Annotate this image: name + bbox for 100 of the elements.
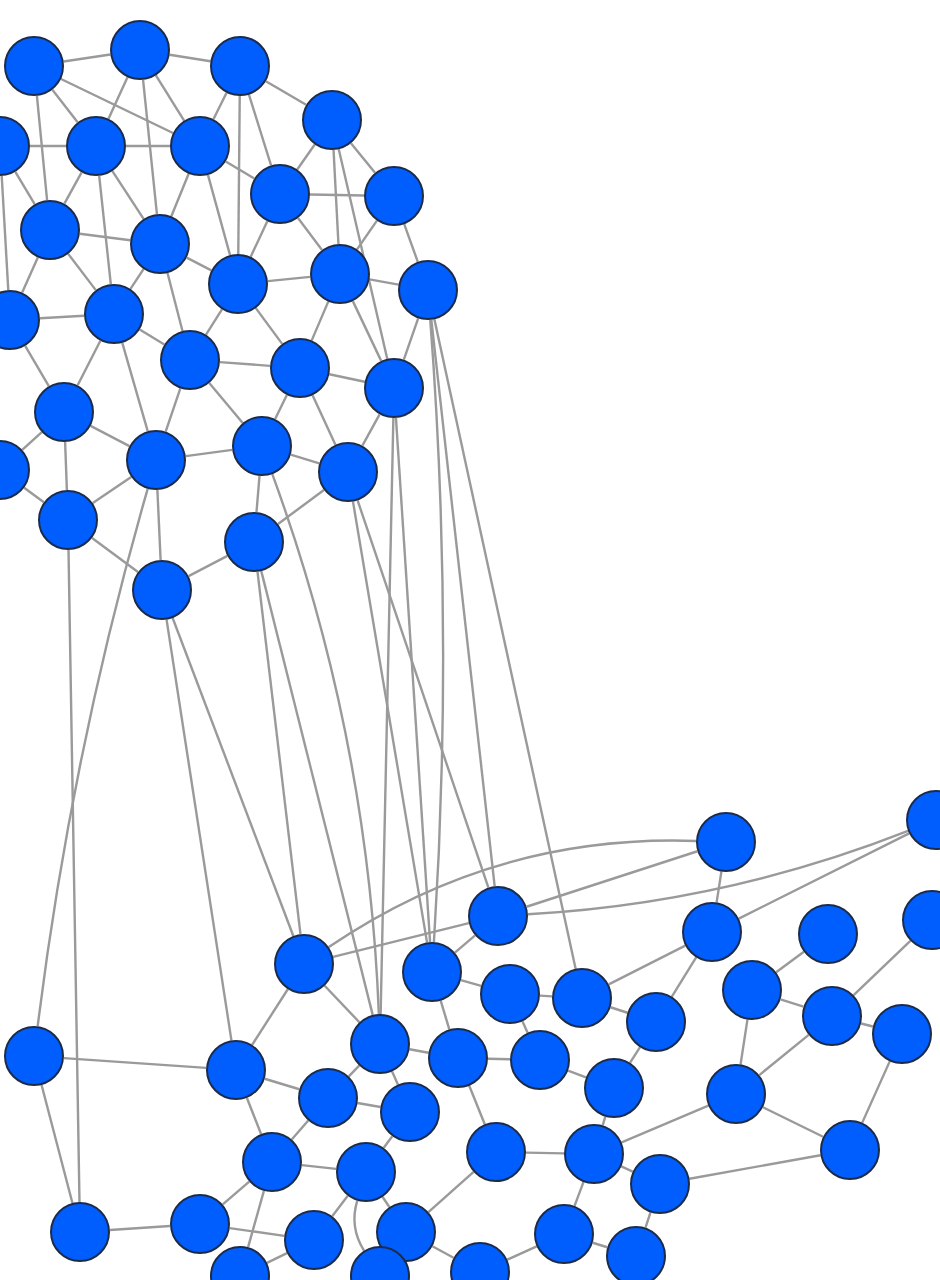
- connector-line: [592, 1241, 608, 1249]
- connector-line: [247, 94, 273, 166]
- connector-line: [277, 488, 325, 526]
- circle-node: [4, 1026, 64, 1086]
- circle-node: [682, 902, 742, 962]
- circle-node: [242, 1132, 302, 1192]
- connector-line: [369, 278, 399, 286]
- circle-node: [50, 1202, 110, 1262]
- connector-line: [403, 223, 419, 263]
- connector-line: [107, 76, 129, 120]
- connector-line: [296, 143, 316, 171]
- connector-line: [246, 1190, 266, 1248]
- circle-node: [552, 968, 612, 1028]
- connector-line: [351, 501, 429, 943]
- circle-node: [402, 942, 462, 1002]
- connector-line: [67, 550, 81, 1202]
- circle-node: [38, 490, 98, 550]
- connector-line: [573, 1181, 585, 1207]
- connector-line: [40, 1084, 74, 1204]
- connector-line: [139, 328, 165, 346]
- circle-node: [606, 1226, 666, 1280]
- connector-line: [205, 308, 223, 336]
- connector-line: [331, 1195, 349, 1217]
- connector-line: [63, 53, 111, 63]
- connector-line: [171, 617, 295, 937]
- connector-line: [91, 536, 139, 574]
- circle-node: [466, 1122, 526, 1182]
- circle-node: [20, 200, 80, 260]
- connector-line: [111, 170, 145, 220]
- circle-node: [630, 1154, 690, 1214]
- connector-line: [526, 850, 698, 908]
- circle-node: [820, 1120, 880, 1180]
- connector-line: [79, 232, 131, 242]
- connector-line: [219, 361, 271, 367]
- connector-line: [126, 144, 170, 148]
- connector-line: [256, 571, 302, 935]
- connector-line: [109, 1224, 171, 1232]
- connector-line: [521, 1020, 529, 1034]
- connector-line: [539, 994, 553, 998]
- connector-line: [63, 171, 83, 205]
- connector-line: [225, 160, 255, 180]
- connector-line: [310, 301, 330, 341]
- connector-line: [329, 373, 365, 383]
- circle-node: [398, 260, 458, 320]
- connector-line: [852, 939, 912, 997]
- connector-line: [351, 300, 383, 362]
- connector-line: [429, 319, 445, 943]
- connector-line: [337, 148, 389, 360]
- connector-line: [433, 319, 577, 969]
- circle-node: [510, 1030, 570, 1090]
- circle-node: [284, 1210, 344, 1270]
- circle-node: [270, 338, 330, 398]
- connector-line: [608, 944, 686, 986]
- connector-line: [297, 217, 323, 251]
- circle-node: [802, 986, 862, 1046]
- connector-line: [402, 317, 420, 361]
- connector-line: [468, 1085, 486, 1125]
- connector-line: [90, 424, 130, 448]
- connector-line: [254, 307, 284, 345]
- connector-line: [290, 453, 320, 465]
- circle-node: [376, 1202, 436, 1262]
- connector-line: [0, 175, 10, 291]
- connector-line: [353, 1200, 366, 1252]
- connector-line: [92, 475, 132, 505]
- connector-line: [249, 220, 269, 258]
- circle-node: [380, 1082, 440, 1142]
- circle-node: [110, 20, 170, 80]
- circle-node: [170, 1194, 230, 1254]
- circle-node: [232, 416, 292, 476]
- connector-line: [23, 486, 45, 504]
- circle-node: [130, 214, 190, 274]
- circle-node: [4, 36, 64, 96]
- connector-line: [350, 142, 376, 174]
- connector-line: [212, 92, 228, 120]
- connector-line: [738, 832, 910, 920]
- connector-line: [621, 1104, 709, 1144]
- circle-node: [310, 244, 370, 304]
- connector-line: [67, 253, 97, 291]
- connector-line: [309, 193, 365, 197]
- connector-line: [185, 448, 233, 458]
- connector-line: [24, 345, 50, 387]
- connector-line: [169, 53, 211, 63]
- connector-line: [188, 554, 228, 578]
- connector-line: [60, 77, 174, 135]
- connector-line: [629, 1046, 641, 1064]
- connector-line: [430, 319, 496, 887]
- connector-line: [141, 79, 159, 215]
- connector-line: [14, 171, 36, 205]
- circle-node: [34, 382, 94, 442]
- connector-line: [391, 1070, 399, 1086]
- connector-line: [567, 1069, 587, 1079]
- connector-line: [21, 431, 43, 451]
- connector-line: [164, 388, 182, 432]
- connector-line: [21, 256, 39, 294]
- connector-line: [39, 314, 85, 320]
- connector-line: [274, 394, 288, 420]
- connector-line: [780, 998, 804, 1008]
- circle-node: [706, 1064, 766, 1124]
- connector-line: [394, 417, 432, 943]
- circle-node: [210, 36, 270, 96]
